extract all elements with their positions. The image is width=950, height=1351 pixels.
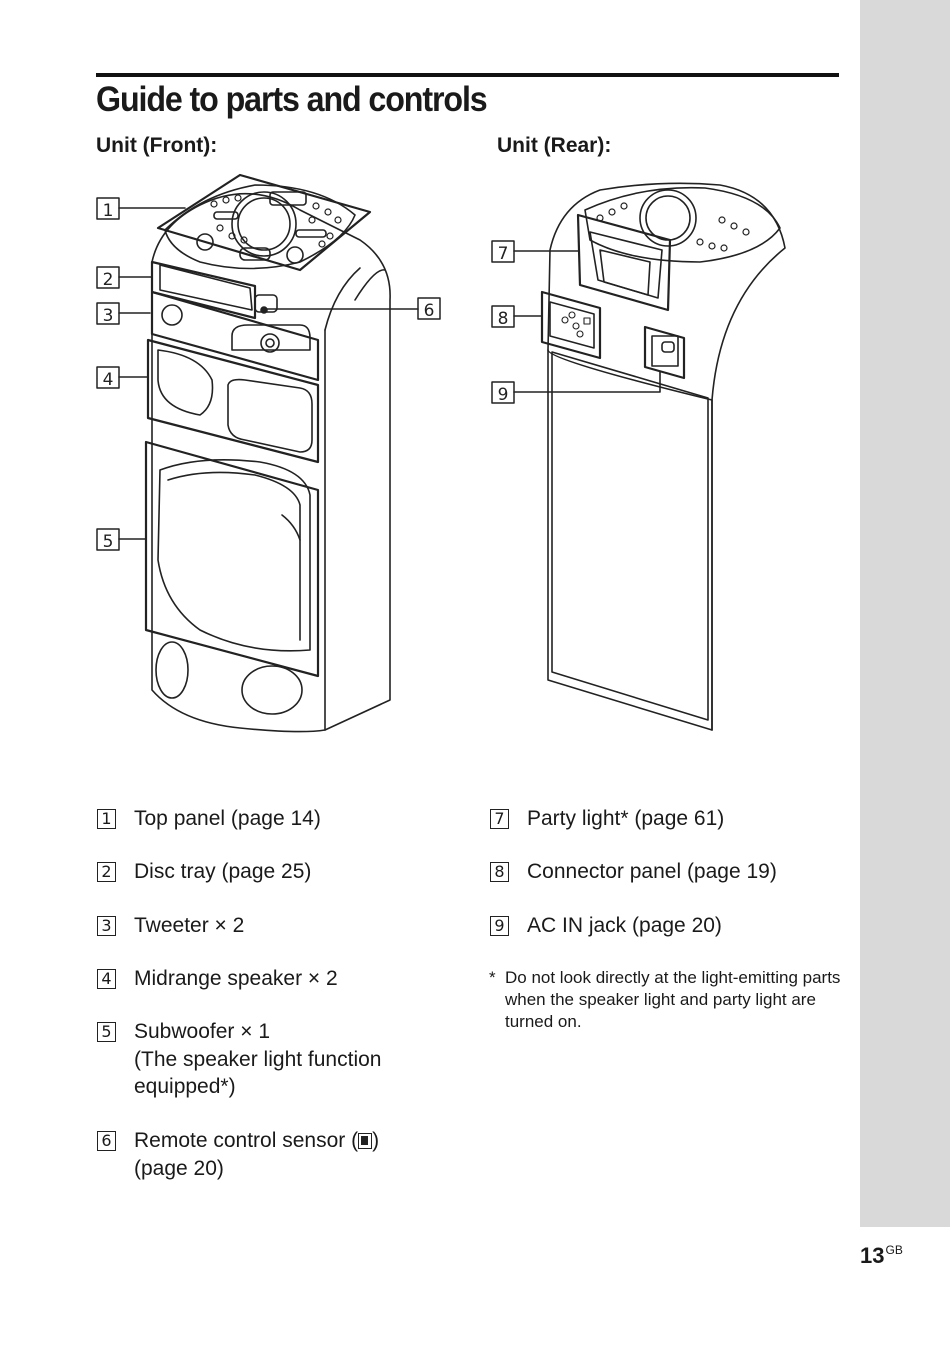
- page-side-band: [860, 0, 950, 1227]
- callout-labels: 1 2 3 4 5 6 7 8 9: [96, 197, 661, 552]
- front-view-heading: Unit (Front):: [96, 134, 218, 157]
- part-6-label-text: Remote control sensor (: [134, 1129, 359, 1152]
- part-1-label: Top panel (page 14): [134, 807, 321, 830]
- rear-view-heading: Unit (Rear):: [497, 134, 612, 157]
- part-5-note-line-1: (The speaker light function: [134, 1048, 382, 1071]
- page-title: Guide to parts and controls: [96, 80, 488, 119]
- part-9-label: AC IN jack (page 20): [527, 914, 722, 937]
- part-5-label: Subwoofer × 1: [134, 1020, 271, 1043]
- part-5-note-line-2: equipped*): [134, 1075, 236, 1098]
- page-number-value: 13: [860, 1243, 885, 1268]
- callout-8: 8: [498, 309, 509, 329]
- footnote-mark: *: [489, 968, 496, 987]
- part-6-label: Remote control sensor (): [134, 1127, 379, 1154]
- part-number-box: 4: [97, 969, 116, 989]
- callout-7: 7: [498, 244, 509, 264]
- page-number-suffix: GB: [885, 1243, 903, 1257]
- front-unit-illustration: [144, 173, 391, 733]
- callout-9: 9: [498, 385, 509, 405]
- part-6-label-close: ): [372, 1129, 380, 1152]
- callout-1: 1: [103, 201, 114, 221]
- footnote-text: Do not look directly at the light-emitti…: [505, 968, 841, 1031]
- part-2-label: Disc tray (page 25): [134, 860, 312, 883]
- remote-sensor-icon: [358, 1133, 373, 1149]
- speaker-illustrations: 1 2 3 4 5 6 7 8 9: [96, 173, 786, 733]
- callout-6: 6: [424, 301, 435, 321]
- part-8-label: Connector panel (page 19): [527, 860, 777, 883]
- rear-unit-illustration: [540, 182, 786, 731]
- part-number-box: 1: [97, 809, 116, 829]
- part-7-label: Party light* (page 61): [527, 807, 725, 830]
- part-4-label: Midrange speaker × 2: [134, 967, 338, 990]
- part-3-label: Tweeter × 2: [134, 914, 245, 937]
- part-number-box: 6: [97, 1131, 116, 1151]
- callout-3: 3: [103, 306, 114, 326]
- part-number-box: 9: [490, 916, 509, 936]
- part-number-box: 7: [490, 809, 509, 829]
- part-number-box: 3: [97, 916, 116, 936]
- page-number: 13GB: [860, 1243, 903, 1269]
- part-number-box: 5: [97, 1022, 116, 1042]
- part-6-page-ref: (page 20): [134, 1157, 224, 1180]
- title-rule: [96, 73, 839, 77]
- part-number-box: 8: [490, 862, 509, 882]
- part-number-box: 2: [97, 862, 116, 882]
- callout-4: 4: [103, 370, 114, 390]
- callout-2: 2: [103, 270, 114, 290]
- callout-5: 5: [103, 532, 114, 552]
